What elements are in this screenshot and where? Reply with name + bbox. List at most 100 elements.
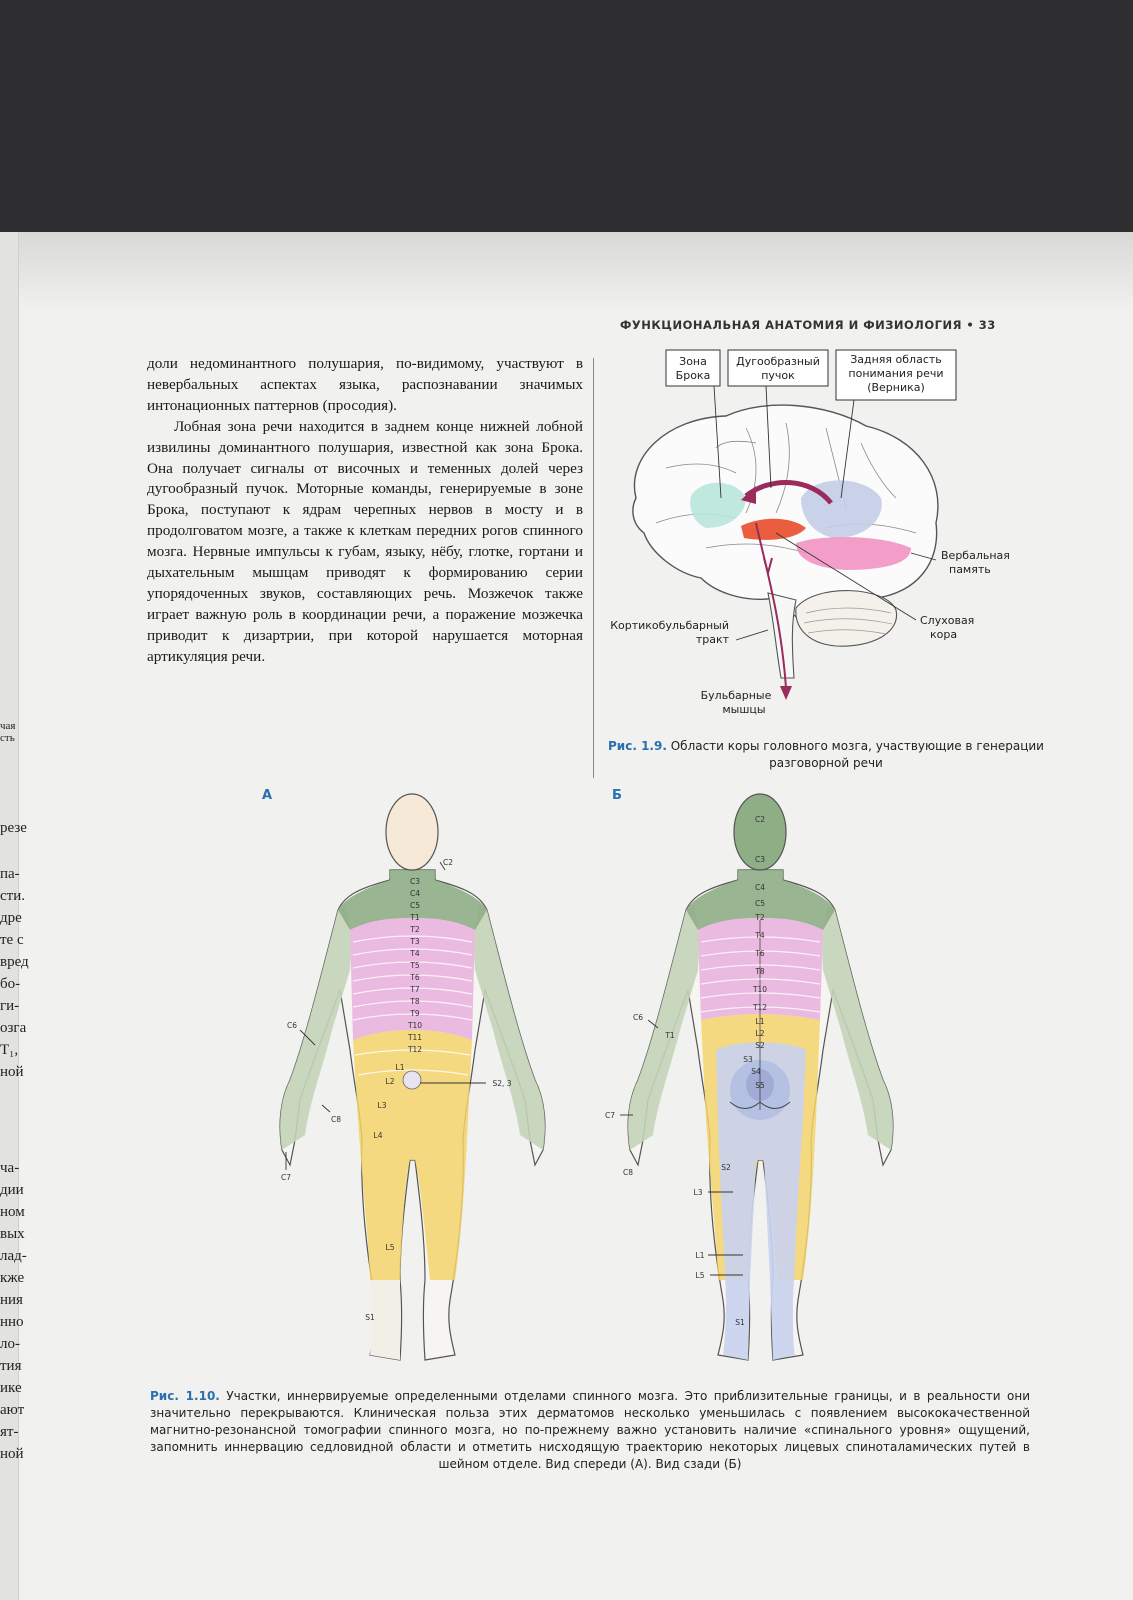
back-label-s2-leg: S2 bbox=[721, 1163, 731, 1172]
front-label-c5: C5 bbox=[410, 901, 420, 910]
margin-fragment-9: ги- bbox=[0, 998, 20, 1014]
label-bulbar-1: Бульбарные bbox=[701, 689, 772, 702]
front-head bbox=[385, 793, 439, 871]
back-label-l2: L2 bbox=[756, 1029, 765, 1038]
back-label-t6: T6 bbox=[754, 949, 765, 958]
back-label-t8: T8 bbox=[754, 967, 765, 976]
front-label-t3: T3 bbox=[409, 937, 420, 946]
label-bulbar-2: мышцы bbox=[722, 703, 765, 716]
running-header: ФУНКЦИОНАЛЬНАЯ АНАТОМИЯ И ФИЗИОЛОГИЯ • 3… bbox=[620, 318, 996, 332]
verbal-memory-area bbox=[796, 536, 911, 570]
margin-fragment-20: нно bbox=[0, 1314, 24, 1330]
arcuate-arrow-head bbox=[741, 486, 756, 504]
label-broca-2: Брока bbox=[676, 369, 711, 382]
front-label-t6: T6 bbox=[409, 973, 420, 982]
back-label-l1: L1 bbox=[756, 1017, 765, 1026]
leader-c8-front bbox=[321, 1104, 331, 1113]
label-box-wernicke bbox=[835, 349, 957, 401]
front-label-c2: C2 bbox=[443, 858, 453, 867]
front-label-c7: C7 bbox=[281, 1173, 291, 1182]
leader-verbal bbox=[910, 552, 937, 561]
margin-fragment-19: ния bbox=[0, 1292, 23, 1308]
margin-fragment-8: бо- bbox=[0, 976, 21, 992]
scan-dark-margin bbox=[0, 0, 1133, 232]
margin-fragment-18: кже bbox=[0, 1270, 25, 1286]
body-text: доли недоминантного полушария, по-видимо… bbox=[147, 354, 583, 668]
figure-1-10-caption-text: Участки, иннервируемые определенными отд… bbox=[150, 1389, 1030, 1471]
front-label-c3: C3 bbox=[410, 877, 420, 886]
label-cortico-1: Кортикобульбарный bbox=[610, 619, 729, 632]
margin-fragment-10: озга bbox=[0, 1020, 27, 1036]
back-label-c6: C6 bbox=[633, 1013, 643, 1022]
leader-c6-back bbox=[647, 1019, 659, 1029]
figure-1-9-caption-text: Области коры головного мозга, участвующи… bbox=[670, 739, 1044, 770]
back-label-c3: C3 bbox=[755, 855, 765, 864]
front-label-t11: T11 bbox=[407, 1033, 422, 1042]
back-label-t2: T2 bbox=[754, 913, 765, 922]
label-wernicke-1: Задняя область bbox=[850, 353, 942, 366]
back-label-l5: L5 bbox=[696, 1271, 705, 1280]
leader-c6-front bbox=[299, 1029, 316, 1046]
margin-fragment-11: T₁, bbox=[0, 1042, 19, 1058]
label-wernicke-3: (Верника) bbox=[867, 381, 925, 394]
back-label-s5: S5 bbox=[755, 1081, 765, 1090]
margin-fragment-5: дре bbox=[0, 910, 22, 926]
front-label-t10: T10 bbox=[407, 1021, 422, 1030]
front-label-t4: T4 bbox=[409, 949, 420, 958]
front-s1-foot bbox=[370, 1280, 400, 1360]
back-label-t10: T10 bbox=[752, 985, 767, 994]
back-sacral-zone bbox=[716, 1042, 806, 1360]
front-label-l3: L3 bbox=[378, 1101, 387, 1110]
back-label-l1-leg: L1 bbox=[696, 1251, 705, 1260]
front-label-t9: T9 bbox=[409, 1009, 420, 1018]
back-label-t1: T1 bbox=[664, 1031, 675, 1040]
tract-arrow-head bbox=[780, 686, 792, 700]
label-arcuate-2: пучок bbox=[761, 369, 795, 382]
back-label-t12: T12 bbox=[752, 1003, 767, 1012]
back-dermatome-lines bbox=[700, 936, 821, 1013]
label-box-broca bbox=[665, 349, 721, 387]
column-divider bbox=[593, 358, 594, 778]
figure-1-9-caption-label: Рис. 1.9. bbox=[608, 739, 667, 753]
tract-arrow-mid bbox=[763, 557, 773, 577]
margin-fragment-14: дии bbox=[0, 1182, 24, 1198]
leader-c2-front bbox=[439, 861, 446, 871]
cerebellum-folia bbox=[803, 607, 893, 635]
back-label-c7: C7 bbox=[605, 1111, 615, 1120]
margin-fragment-2: резе bbox=[0, 820, 27, 836]
back-label-c8: C8 bbox=[623, 1168, 633, 1177]
margin-fragment-23: ике bbox=[0, 1380, 22, 1396]
front-label-t1: T1 bbox=[409, 913, 420, 922]
front-label-t2: T2 bbox=[409, 925, 420, 934]
front-label-c4: C4 bbox=[410, 889, 420, 898]
figure-letter-b: Б bbox=[612, 788, 622, 803]
leader-auditory bbox=[775, 532, 917, 621]
front-label-s1: S1 bbox=[365, 1313, 375, 1322]
label-cortico-2: тракт bbox=[696, 633, 730, 646]
front-dermatome-lines bbox=[352, 935, 473, 1076]
brainstem bbox=[767, 592, 797, 679]
label-arcuate-1: Дугообразный bbox=[736, 355, 820, 368]
figure-1-9-brain: Зона Брока Дугообразный пучок Задняя обл… bbox=[610, 349, 1010, 716]
previous-page-edge bbox=[0, 232, 19, 1600]
figure-1-10-caption-label: Рис. 1.10. bbox=[150, 1389, 220, 1403]
margin-fragment-0: чая bbox=[0, 720, 16, 732]
back-head bbox=[733, 793, 787, 871]
label-verbal-2: память bbox=[949, 563, 991, 576]
front-label-c8: C8 bbox=[331, 1115, 341, 1124]
back-label-c5: C5 bbox=[755, 899, 765, 908]
front-label-t5: T5 bbox=[409, 961, 420, 970]
back-arm-band-left bbox=[628, 905, 699, 1150]
label-auditory-1: Слуховая bbox=[920, 614, 974, 627]
back-label-s1: S1 bbox=[735, 1318, 745, 1327]
back-label-t4: T4 bbox=[754, 931, 765, 940]
margin-fragment-17: лад- bbox=[0, 1248, 27, 1264]
front-label-l4: L4 bbox=[374, 1131, 383, 1140]
leader-cortico bbox=[735, 629, 769, 641]
back-arm-band-right bbox=[822, 905, 893, 1150]
margin-fragment-16: вых bbox=[0, 1226, 25, 1242]
margin-fragment-22: тия bbox=[0, 1358, 22, 1374]
front-label-l5: L5 bbox=[386, 1243, 395, 1252]
margin-fragment-6: те с bbox=[0, 932, 24, 948]
cerebellum bbox=[795, 590, 898, 647]
